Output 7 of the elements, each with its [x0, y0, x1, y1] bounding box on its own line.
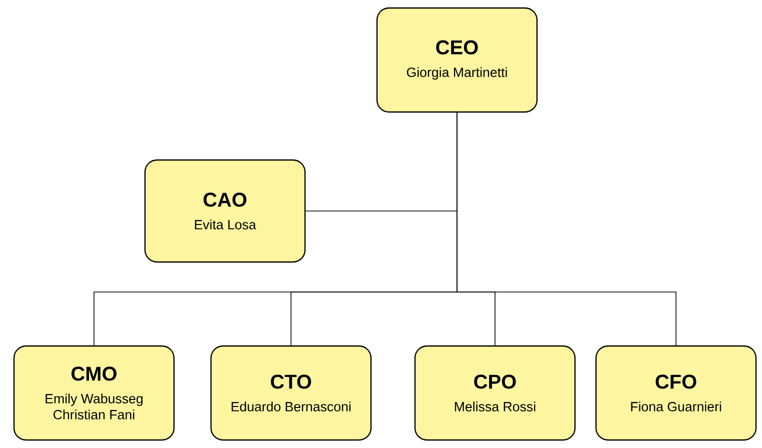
org-box: CPO Melissa Rossi [414, 345, 576, 441]
org-box: CAO Evita Losa [144, 159, 306, 263]
org-box: CEO Giorgia Martinetti [376, 7, 538, 113]
org-box: CFO Fiona Guarnieri [595, 345, 757, 441]
connector-line [456, 112, 676, 346]
org-box: CTO Eduardo Bernasconi [210, 345, 372, 441]
org-box: CMO Emily Wabusseg Christian Fani [13, 345, 175, 441]
